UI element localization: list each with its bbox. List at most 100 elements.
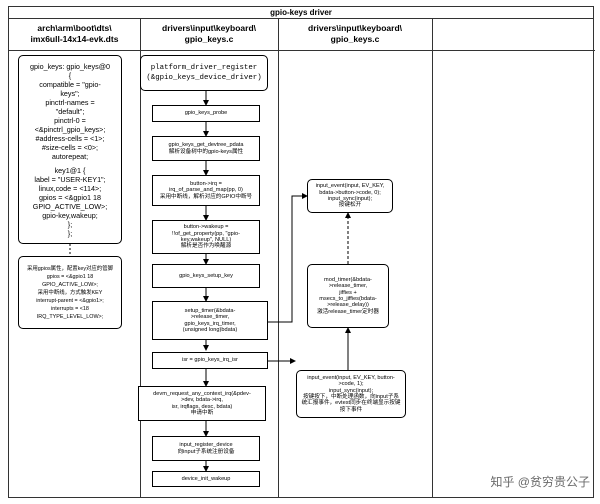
get-devtree-pdata-line2: 解析设备树中的gpio-keys属性 [168,148,244,155]
column-header-driver-2-line2: gpio_keys.c [330,34,380,44]
column-header-dts: arch\arm\boot\dts\ imx6ull-14x14-evk.dts [9,19,140,51]
dts-node-line: #size-cells = <0>; [41,142,99,152]
dts-node-line: "default"; [55,106,85,116]
input-event-isr-line5: 统汇报事件，evtest同步在终端显示按键 [301,400,401,407]
dts-node-line: { [68,70,72,80]
input-event-release-line1: input_event(input, EV_KEY, [315,183,385,190]
input-event-isr-line3: input_sync(input); [328,387,374,394]
dts-note-line: IRQ_TYPE_LEVEL_LOW>; [36,313,104,320]
input-event-release-box: input_event(input, EV_KEY, bdata->button… [307,179,393,213]
diagram-title: gpio-keys driver [9,7,593,19]
gpio-keys-probe-label: gpio_keys_probe [184,110,228,117]
mod-timer-line1: mod_timer(&bdata- [324,276,372,283]
irq-parse-line3: 采用中断线，解析对应的GPIO中断号 [159,193,253,200]
device-init-wakeup-label: device_init_wakeup [181,475,231,482]
column-header-driver-2-line1: drivers\input\keyboard\ [308,23,402,33]
input-event-isr-line4: 按键按下，中断处理函数，向input子系 [302,394,400,400]
lane-divider [432,19,433,497]
dts-node-line: linux,code = <114>; [38,183,102,193]
column-header-driver-line1: drivers\input\keyboard\ [162,23,256,33]
devm-request-irq-line3: isr, irqflags, desc, bdata) [171,403,233,410]
get-devtree-pdata-line1: gpio_keys_get_devtree_pdata [168,142,244,149]
wakeup-property-line1: button->wakeup = [183,224,229,231]
dts-node-line: compatible = "gpio- [39,79,101,89]
column-header-dts-line2: imx6ull-14x14-evk.dts [30,34,119,44]
devm-request-irq-line2: >dev, bdata->irq, [181,397,223,404]
get-devtree-pdata-box: gpio_keys_get_devtree_pdata 解析设备树中的gpio-… [152,136,260,161]
dts-note-line: 采用中断线，方式触发KEY [37,289,103,296]
mod-timer-line4: msecs_to_jiffies(bdata- [319,296,377,302]
dts-note-line: interrupts = <18 [51,305,89,312]
mod-timer-line6: 激活release_timer定时器 [317,308,379,315]
column-header-driver-line2: gpio_keys.c [184,34,234,44]
dts-node-line: gpio-key,wakeup; [42,210,98,220]
dts-node-line: key1@1 { [54,165,86,175]
input-event-release-line4: 按键松开 [338,202,362,209]
input-event-release-line3: input_sync(input); [327,196,373,202]
irq-parse-box: button->irq = irq_of_parse_and_map(pp, 0… [152,175,260,206]
column-header-driver-2: drivers\input\keyboard\ gpio_keys.c [278,19,432,51]
input-event-isr-line2: >code, 1); [338,381,364,388]
dts-node-line: pinctrl-0 = [54,115,86,125]
setup-timer-line4: (unsigned long)bdata) [182,326,238,333]
setup-timer-line3: gpio_keys_irq_timer, [184,320,236,327]
input-register-device-line2: 向input子系统注册设备 [177,448,235,455]
wakeup-property-box: button->wakeup = !!of_get_property(pp, "… [152,220,260,254]
dts-node-line: keys"; [60,88,80,98]
column-header-driver: drivers\input\keyboard\ gpio_keys.c [140,19,278,51]
dts-node-line: }; [67,219,73,229]
setup-key-label: gpio_keys_setup_key [179,272,233,279]
arrow-setup-timer-to-event-top [268,193,308,323]
dts-node-line: GPIO_ACTIVE_LOW>; [32,201,108,211]
device-init-wakeup-box: device_init_wakeup [152,471,260,487]
input-event-isr-line6: 按下事件 [339,406,363,413]
input-event-isr-line1: input_event(input, EV_KEY, button- [307,374,395,381]
dts-node-line: gpio_keys: gpio_keys@0 [29,61,111,71]
dts-note-line: interrupt-parent = <&gpio1>; [36,297,104,304]
dts-node-line: autorepeat; [51,151,89,161]
dts-node-line: #address-cells = <1>; [35,133,105,143]
input-register-device-line1: input_register_device [179,442,233,449]
devm-request-irq-box: devm_request_any_context_irq(&pdev- >dev… [138,386,266,421]
setup-key-box: gpio_keys_setup_key [152,264,260,288]
isr-assign-box: isr = gpio_keys_irq_isr [152,352,268,369]
platform-driver-register-line1: platform_driver_register [150,64,258,72]
platform-driver-register-box: platform_driver_register (&gpio_keys_dev… [140,55,268,91]
column-header-dts-line1: arch\arm\boot\dts\ [37,23,112,33]
devm-request-irq-line1: devm_request_any_context_irq(&pdev- [153,390,251,397]
dts-node-line: label = "USER-KEY1"; [34,174,106,184]
irq-parse-line1: button->irq = [190,180,222,187]
setup-timer-line2: >release_timer, [190,314,230,321]
mod-timer-line5: >release_delay)) [327,302,369,309]
setup-timer-line1: setup_timer(&bdata- [184,307,236,314]
dts-node-line: }; [67,228,73,238]
wakeup-property-line3: key,wakeup", NULL) [180,237,232,243]
setup-timer-box: setup_timer(&bdata- >release_timer, gpio… [152,301,268,340]
gpio-keys-probe-box: gpio_keys_probe [152,105,260,122]
column-header-empty [432,19,595,51]
wakeup-property-line4: 解析是否作为唤醒源 [180,243,232,250]
watermark: 知乎 @贫穷贵公子 [490,475,590,489]
lane-divider [278,19,279,497]
lane-divider [140,19,141,497]
dts-node-box: gpio_keys: gpio_keys@0{compatible = "gpi… [18,55,122,244]
platform-driver-register-line2: (&gpio_keys_device_driver) [146,74,262,82]
devm-request-irq-line4: 申请中断 [190,409,214,416]
input-event-isr-box: input_event(input, EV_KEY, button- >code… [296,370,406,418]
dts-note-line: gpios = <&gpio1 18 [46,273,94,280]
wakeup-property-line2: !!of_get_property(pp, "gpio- [172,230,240,237]
dts-node-line: <&pinctrl_gpio_keys>; [34,124,106,134]
input-event-release-line2: bdata->button->code, 0); [319,189,381,196]
input-register-device-box: input_register_device 向input子系统注册设备 [152,436,260,461]
dts-note-line: GPIO_ACTIVE_LOW>; [42,281,98,288]
dts-node-line: gpios = <&gpio1 18 [39,192,101,202]
dts-node-line: pinctrl-names = [45,97,95,107]
dts-note-line: 采用gpios属性，配置key对应的管脚 [27,265,113,272]
mod-timer-line2: >release_timer, [328,283,368,290]
mod-timer-box: mod_timer(&bdata- >release_timer, jiffie… [307,264,389,328]
irq-parse-line2: irq_of_parse_and_map(pp, 0) [169,187,243,194]
isr-assign-label: isr = gpio_keys_irq_isr [182,357,238,364]
mod-timer-line3: jiffies + [339,289,357,296]
